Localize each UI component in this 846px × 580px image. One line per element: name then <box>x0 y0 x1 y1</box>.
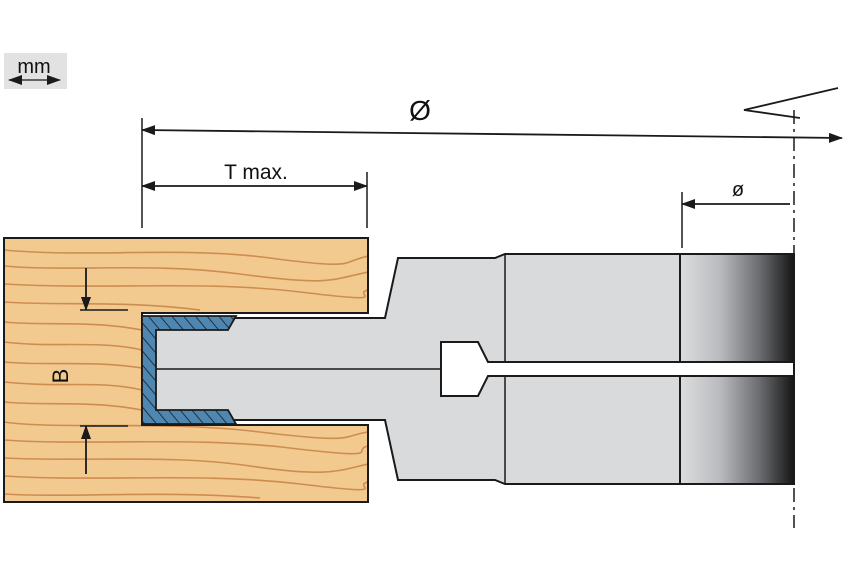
unit-badge: mm <box>4 53 67 89</box>
width-label: B <box>48 369 73 384</box>
wood-grain <box>4 249 368 499</box>
diameter-pointer <box>743 87 839 119</box>
outer-diameter-label: Ø <box>409 95 431 126</box>
wood-outline <box>3 237 369 503</box>
dimension-lines <box>80 87 843 528</box>
carbide-blade <box>141 315 238 425</box>
unit-badge-label: mm <box>17 56 50 78</box>
bore-diameter-label: ø <box>732 179 744 201</box>
tool-key-slot <box>440 341 795 397</box>
cutter-tool-body <box>149 253 795 485</box>
outer-diameter-arrow <box>141 125 843 143</box>
depth-label: T max. <box>224 161 288 184</box>
blade-profile <box>141 315 238 425</box>
